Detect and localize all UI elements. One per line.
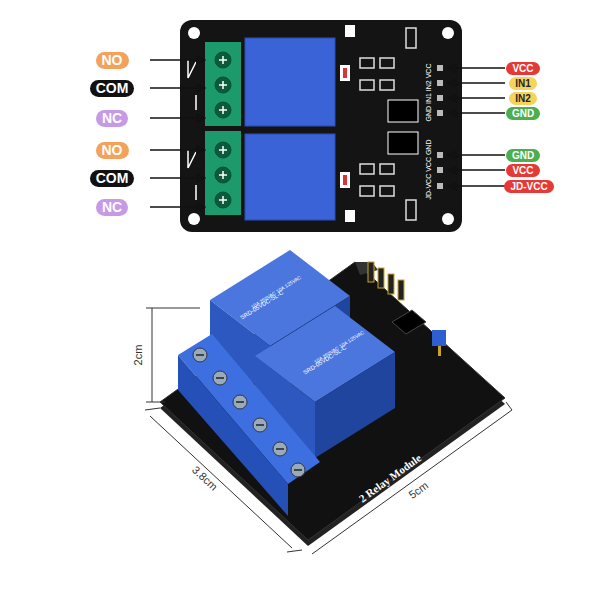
- jd-vcc-pin-tag: JD-VCC: [504, 180, 553, 193]
- pin-name: NC: [102, 110, 122, 126]
- in1-pin-tag: IN1: [509, 77, 537, 90]
- pin-name: VCC: [512, 165, 533, 176]
- no-pin-tag: NO: [96, 52, 129, 69]
- pin-name: GND: [512, 150, 534, 161]
- pin-header-print: JD-VCC VCC GND: [425, 139, 432, 199]
- pin-name: NC: [102, 199, 122, 215]
- pin-name: GND: [512, 108, 534, 119]
- pin-name: VCC: [512, 63, 533, 74]
- pin-name: NO: [102, 52, 123, 68]
- pin-name: IN1: [515, 78, 531, 89]
- pin-name: COM: [96, 80, 129, 96]
- pin-name: NO: [102, 142, 123, 158]
- gnd-pin-tag: GND: [506, 107, 540, 120]
- gnd-pin-tag: GND: [506, 149, 540, 162]
- dimension: 2cm: [132, 345, 144, 366]
- com-pin-tag: COM: [90, 170, 135, 187]
- vcc-pin-tag: VCC: [506, 164, 539, 177]
- pin-name: IN2: [515, 93, 531, 104]
- dimension: 5cm: [406, 479, 430, 501]
- nc-pin-tag: NC: [96, 199, 128, 216]
- pin-name: JD-VCC: [510, 181, 547, 192]
- no-pin-tag: NO: [96, 142, 129, 159]
- nc-pin-tag: NC: [96, 110, 128, 127]
- vcc-pin-tag: VCC: [506, 62, 539, 75]
- in2-pin-tag: IN2: [509, 92, 537, 105]
- pin-header-print: GND IN1 IN2 VCC: [426, 63, 433, 121]
- com-pin-tag: COM: [90, 80, 135, 97]
- pin-name: COM: [96, 170, 129, 186]
